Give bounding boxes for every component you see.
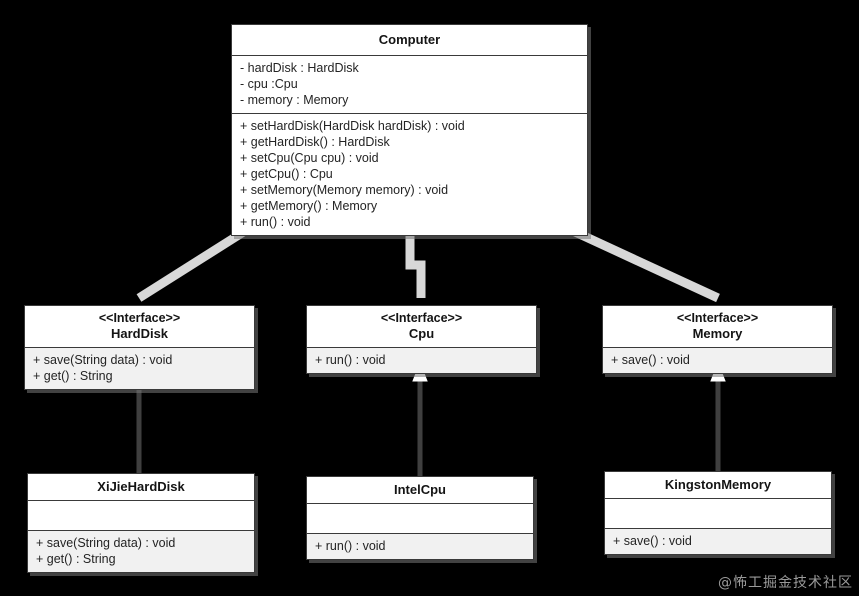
class-name-kingstonmemory: KingstonMemory (664, 477, 772, 492)
realize-intelcpu-cpu (412, 361, 428, 476)
method-row: + getMemory() : Memory (240, 199, 378, 213)
class-box-memory[interactable]: <<Interface>> Memory + save() : void (602, 305, 833, 374)
class-name-cpu: Cpu (408, 326, 435, 341)
attributes-kingstonmemory (605, 499, 831, 529)
methods-cpu: + run() : void (307, 348, 536, 373)
attribute-row: - cpu :Cpu (240, 77, 298, 91)
class-box-cpu[interactable]: <<Interface>> Cpu + run() : void (306, 305, 537, 374)
method-row: + getCpu() : Cpu (240, 167, 333, 181)
method-row: + get() : String (36, 552, 116, 566)
class-box-xijiehharddisk[interactable]: XiJieHardDisk + save(String data) : void… (27, 473, 255, 573)
class-title-cpu: <<Interface>> Cpu (307, 306, 536, 348)
method-row: + save(String data) : void (36, 536, 176, 550)
class-box-kingstonmemory[interactable]: KingstonMemory + save() : void (604, 471, 832, 555)
class-name-computer: Computer (378, 32, 441, 47)
method-row: + save(String data) : void (33, 353, 173, 367)
watermark-text: @怖工掘金技术社区 (718, 575, 853, 591)
method-row: + save() : void (613, 534, 692, 548)
methods-memory: + save() : void (603, 348, 832, 373)
assoc-computer-harddisk (136, 227, 248, 302)
method-row: + setHardDisk(HardDisk hardDisk) : void (240, 119, 465, 133)
stereotype-interface: <<Interface>> (380, 311, 463, 325)
method-row: + run() : void (315, 353, 386, 367)
class-title-computer: Computer (232, 25, 587, 56)
method-row: + setCpu(Cpu cpu) : void (240, 151, 379, 165)
stereotype-interface: <<Interface>> (98, 311, 181, 325)
class-title-intelcpu: IntelCpu (307, 477, 533, 504)
class-title-xijiehharddisk: XiJieHardDisk (28, 474, 254, 501)
method-row: + getHardDisk() : HardDisk (240, 135, 390, 149)
method-row: + save() : void (611, 353, 690, 367)
class-title-harddisk: <<Interface>> HardDisk (25, 306, 254, 348)
class-title-memory: <<Interface>> Memory (603, 306, 832, 348)
class-box-computer[interactable]: Computer - hardDisk : HardDisk - cpu :Cp… (231, 24, 588, 236)
method-row: + setMemory(Memory memory) : void (240, 183, 449, 197)
assoc-computer-cpu (405, 231, 426, 298)
assoc-computer-memory (571, 226, 720, 303)
methods-intelcpu: + run() : void (307, 534, 533, 559)
methods-computer: + setHardDisk(HardDisk hardDisk) : void … (232, 114, 587, 235)
method-row: + get() : String (33, 369, 113, 383)
realize-kingston-memory (710, 361, 726, 471)
attributes-xijiehharddisk (28, 501, 254, 531)
methods-xijiehharddisk: + save(String data) : void + get() : Str… (28, 531, 254, 572)
class-name-harddisk: HardDisk (110, 326, 169, 341)
methods-kingstonmemory: + save() : void (605, 529, 831, 554)
class-name-memory: Memory (692, 326, 743, 341)
method-row: + run() : void (315, 539, 386, 553)
class-box-intelcpu[interactable]: IntelCpu + run() : void (306, 476, 534, 560)
class-box-harddisk[interactable]: <<Interface>> HardDisk + save(String dat… (24, 305, 255, 390)
class-title-kingstonmemory: KingstonMemory (605, 472, 831, 499)
attributes-computer: - hardDisk : HardDisk - cpu :Cpu - memor… (232, 56, 587, 114)
attribute-row: - hardDisk : HardDisk (240, 61, 359, 75)
attributes-intelcpu (307, 504, 533, 534)
method-row: + run() : void (240, 215, 311, 229)
stereotype-interface: <<Interface>> (676, 311, 759, 325)
attribute-row: - memory : Memory (240, 93, 349, 107)
class-name-intelcpu: IntelCpu (394, 482, 446, 497)
class-name-xijiehharddisk: XiJieHardDisk (97, 479, 185, 494)
methods-harddisk: + save(String data) : void + get() : Str… (25, 348, 254, 389)
